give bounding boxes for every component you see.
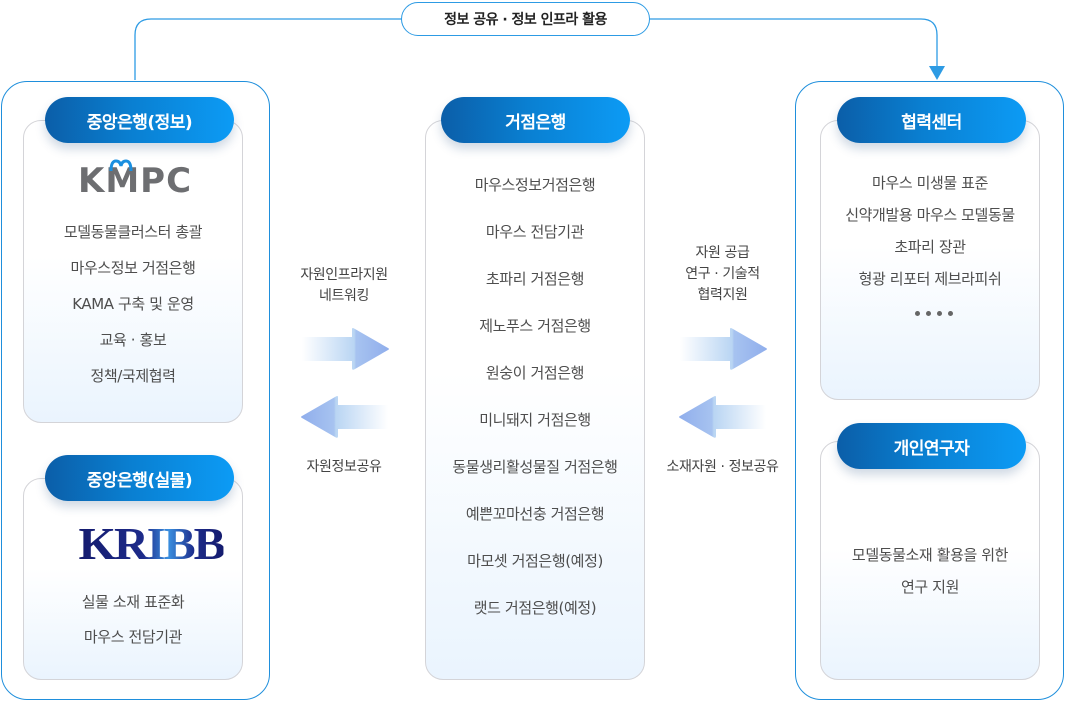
- material-bank-title: 중앙은행(실물): [45, 455, 234, 501]
- arrow-left-icon: [679, 396, 766, 438]
- info-bank-item: 정책/국제협력: [90, 367, 176, 385]
- label-line: 자원 공급: [695, 245, 750, 261]
- arrow-right-icon: [302, 328, 389, 370]
- info-bank-item: KAMA 구축 및 운영: [72, 295, 194, 313]
- hub-bank-item: 미니돼지 거점은행: [479, 411, 591, 429]
- hub-bank-item: 마우스정보거점은행: [474, 176, 596, 194]
- arrow-left-icon: [301, 396, 388, 438]
- individual-researcher-card: 모델동물소재 활용을 위한 연구 지원: [820, 441, 1040, 680]
- info-sharing-label: 정보 공유 · 정보 인프라 활용: [401, 2, 650, 36]
- hub-bank-item: 동물생리활성물질 거점은행: [452, 458, 618, 476]
- material-bank-card: KRIBB 실물 소재 표준화 마우스 전담기관: [23, 478, 243, 680]
- cooperation-center-card: 마우스 미생물 표준 신약개발용 마우스 모델동물 초파리 장관 형광 리포터 …: [820, 120, 1040, 400]
- info-bank-item: 교육 · 홍보: [99, 331, 167, 349]
- mouse-ears-icon: [109, 159, 133, 172]
- cooperation-item: 초파리 장관: [894, 238, 966, 256]
- info-bank-item: 마우스정보 거점은행: [70, 259, 196, 277]
- hub-bank-card: 마우스정보거점은행 마우스 전담기관 초파리 거점은행 제노푸스 거점은행 원숭…: [425, 120, 645, 680]
- cooperation-item: 신약개발용 마우스 모델동물: [845, 206, 1015, 224]
- hub-bank-item: 마우스 전담기관: [485, 223, 585, 241]
- info-bank-card: KMPC 모델동물클러스터 총괄 마우스정보 거점은행 KAMA 구축 및 운영…: [23, 120, 243, 423]
- connector-arrowhead-icon: [929, 66, 945, 80]
- resource-infra-label: 자원인프라지원 네트워킹: [285, 265, 403, 307]
- hub-bank-item: 랫드 거점은행(예정): [473, 599, 597, 617]
- info-bank-item: 모델동물클러스터 총괄: [63, 223, 203, 241]
- hub-bank-item: 마모셋 거점은행(예정): [467, 552, 603, 570]
- cooperation-item: 마우스 미생물 표준: [872, 174, 988, 192]
- individual-researcher-title: 개인연구자: [837, 423, 1026, 469]
- label-line: 자원인프라지원: [300, 267, 388, 283]
- hub-bank-item: 초파리 거점은행: [485, 270, 585, 288]
- resource-supply-label: 자원 공급 연구 · 기술적 협력지원: [660, 243, 785, 306]
- cooperation-center-title: 협력센터: [837, 97, 1026, 143]
- more-ellipsis-icon: [915, 311, 953, 316]
- cooperation-item: 형광 리포터 제브라피쉬: [858, 270, 1002, 288]
- hub-bank-title: 거점은행: [441, 97, 630, 143]
- kribb-logo: KRIBB: [78, 518, 226, 569]
- material-bank-item: 마우스 전담기관: [83, 628, 183, 646]
- material-info-share-label: 소재자원 · 정보공유: [666, 459, 779, 475]
- label-line: 네트워킹: [319, 288, 369, 304]
- kmpc-logo: KMPC: [78, 161, 193, 201]
- hub-bank-item: 제노푸스 거점은행: [479, 317, 591, 335]
- researcher-item: 모델동물소재 활용을 위한: [851, 546, 1009, 564]
- label-line: 협력지원: [697, 287, 748, 303]
- info-bank-title: 중앙은행(정보): [45, 97, 234, 143]
- arrow-right-icon: [680, 328, 767, 370]
- hub-bank-item: 원숭이 거점은행: [485, 364, 585, 382]
- researcher-item: 연구 지원: [901, 578, 959, 596]
- label-line: 연구 · 기술적: [685, 266, 760, 282]
- hub-bank-item: 예쁜꼬마선충 거점은행: [465, 505, 605, 523]
- resource-info-share-label: 자원정보공유: [306, 459, 382, 475]
- material-bank-item: 실물 소재 표준화: [81, 593, 185, 611]
